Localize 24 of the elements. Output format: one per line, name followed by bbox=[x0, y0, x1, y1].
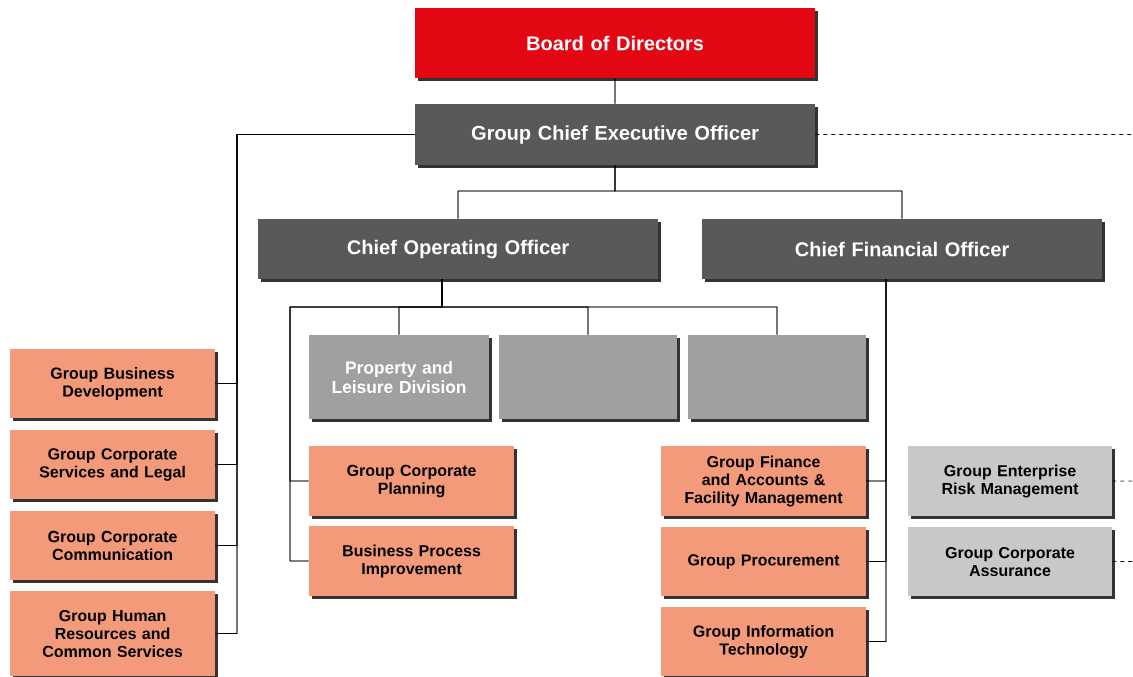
role-box: Group Chief Executive Officer bbox=[415, 104, 818, 168]
department-box: Group Procurement bbox=[661, 527, 869, 599]
department-box: Group Corporate Services and Legal bbox=[10, 430, 218, 502]
department-box: Group Corporate Communication bbox=[10, 511, 218, 583]
connector-line bbox=[614, 164, 903, 220]
department-box: Business Process Improvement bbox=[309, 526, 517, 599]
role-box: Board of Directors bbox=[415, 8, 818, 81]
division-box: Property and Leisure Division bbox=[309, 335, 492, 422]
department-box: Group Business Development bbox=[10, 349, 218, 421]
department-box: Group Enterprise Risk Management bbox=[908, 446, 1115, 519]
department-box: Group Corporate Planning bbox=[309, 446, 517, 519]
connector-line bbox=[289, 278, 443, 562]
connector-line bbox=[214, 133, 416, 635]
department-box: Group Corporate Assurance bbox=[908, 527, 1115, 599]
division-box bbox=[499, 335, 680, 422]
connector-line bbox=[614, 77, 616, 105]
division-box bbox=[688, 335, 869, 422]
role-box: Chief Financial Officer bbox=[702, 219, 1105, 282]
department-box: Group Finance and Accounts & Facility Management bbox=[661, 446, 869, 519]
department-box: Group Human Resources and Common Services bbox=[10, 591, 218, 677]
connector-line bbox=[1111, 560, 1133, 563]
role-box: Chief Operating Officer bbox=[258, 219, 661, 282]
department-box: Group Information Technology bbox=[661, 607, 869, 677]
connector-line bbox=[865, 278, 887, 643]
